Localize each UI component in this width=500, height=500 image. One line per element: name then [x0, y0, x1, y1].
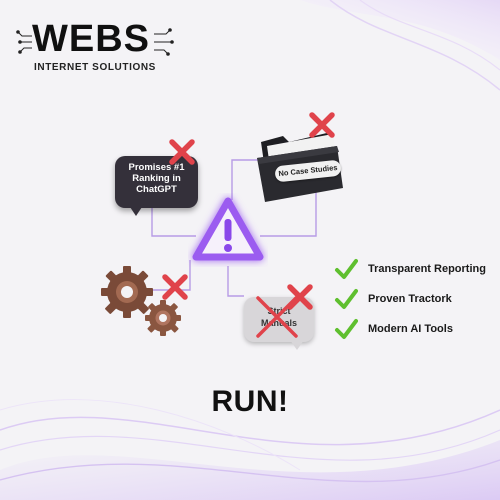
promises-line-3: ChatGPT — [136, 184, 177, 195]
promises-chat-bubble: Promises #1 Ranking in ChatGPT — [115, 156, 198, 208]
benefits-checklist: Transparent Reporting Proven Tractork Mo… — [334, 258, 494, 348]
headline: RUN! — [211, 385, 289, 418]
x-icon — [287, 284, 313, 310]
gears-icon — [95, 262, 195, 342]
promises-line-2: Ranking in — [132, 173, 181, 184]
logo-subtitle: INTERNET SOLUTIONS — [34, 62, 156, 73]
manuals-line-1: Strict — [267, 306, 291, 316]
check-icon — [335, 289, 358, 309]
check-icon — [335, 259, 358, 279]
manuals-line-2: Manuals — [260, 318, 297, 328]
warning-icon — [188, 193, 268, 267]
logo-wordmark: WEBS — [32, 18, 150, 60]
brand-logo: WEBS INTERNET SOLUTIONS — [14, 18, 184, 80]
x-icon — [256, 296, 298, 338]
x-icon — [162, 274, 188, 300]
check-icon — [335, 319, 358, 339]
circuit-icon — [16, 28, 174, 56]
x-icon — [309, 112, 335, 138]
promises-line-1: Promises #1 — [128, 162, 185, 173]
bubble-tail — [128, 204, 144, 216]
checklist-item-label: Proven Tractork — [368, 293, 452, 305]
bubble-tail — [290, 340, 304, 350]
checklist-item-label: Transparent Reporting — [368, 263, 486, 275]
x-icon — [169, 139, 195, 165]
folder-icon: No Case Studies — [253, 128, 348, 206]
checklist-item-label: Modern AI Tools — [368, 323, 453, 335]
